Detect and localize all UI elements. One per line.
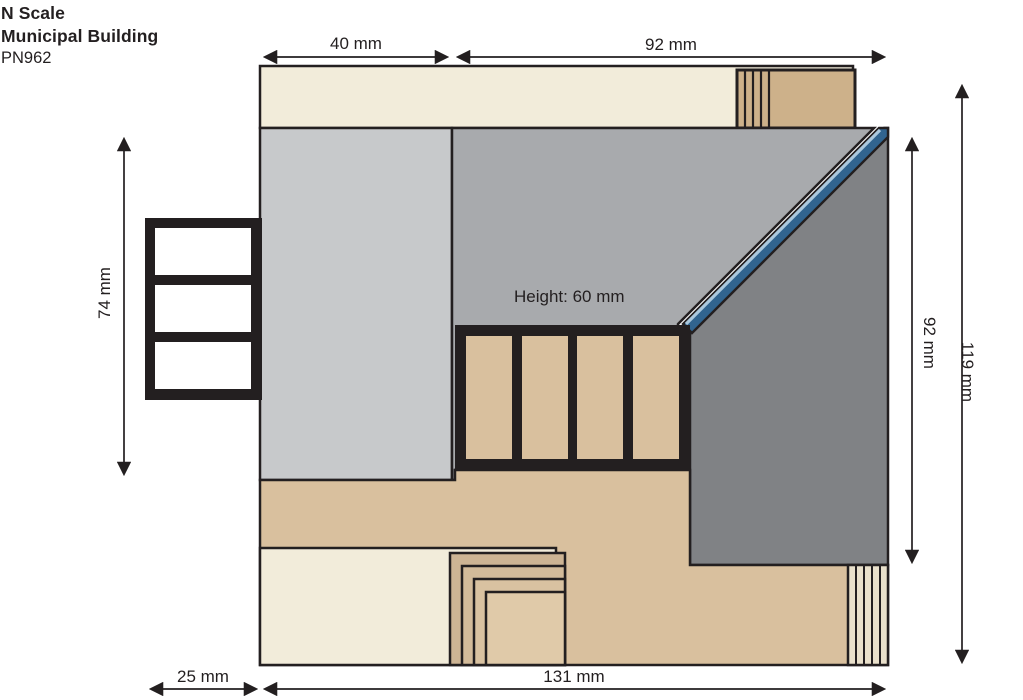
- height-note: Height: 60 mm: [514, 287, 625, 306]
- center-window-pane: [577, 336, 623, 459]
- left-wing-pane: [155, 228, 251, 275]
- dim-label-131mm: 131 mm: [543, 667, 604, 686]
- title-block: N Scale Municipal Building PN962: [1, 2, 158, 70]
- bottom-right-stairs-block: [846, 563, 890, 667]
- dim-label-92mm-right: 92 mm: [920, 317, 939, 369]
- top-right-stairs: [735, 68, 857, 130]
- bottom-right-stairs-treads: [855, 565, 881, 665]
- left-wing-pane: [155, 285, 251, 332]
- bottom-right-stairs: [846, 563, 890, 667]
- top-right-stairs-block: [735, 68, 857, 130]
- left-wing-structure: [145, 218, 262, 400]
- roof-ridge-blue-band: [681, 126, 890, 335]
- entrance-step: [484, 590, 567, 667]
- dimension-lines: [116, 49, 970, 697]
- product-name: Municipal Building: [1, 26, 159, 47]
- top-right-stairs-treads: [743, 70, 771, 128]
- roof-ridge-highlight: [684, 128, 882, 326]
- center-window-pane: [466, 336, 512, 459]
- center-window-pane: [522, 336, 568, 459]
- dim-label-74mm: 74 mm: [95, 267, 114, 319]
- dim-label-119mm: 119 mm: [958, 342, 977, 402]
- scale-label: N Scale: [1, 3, 65, 23]
- dim-label-25mm: 25 mm: [177, 667, 229, 686]
- center-window-structure: [455, 325, 690, 470]
- dim-label-40mm: 40 mm: [330, 34, 382, 53]
- roof-left-light-gray: [258, 126, 454, 482]
- left-wing-pane: [155, 342, 251, 389]
- center-window-pane: [633, 336, 679, 459]
- entrance-steps: [448, 551, 567, 667]
- part-number: PN962: [1, 49, 52, 68]
- dim-label-92mm-top: 92 mm: [645, 35, 697, 54]
